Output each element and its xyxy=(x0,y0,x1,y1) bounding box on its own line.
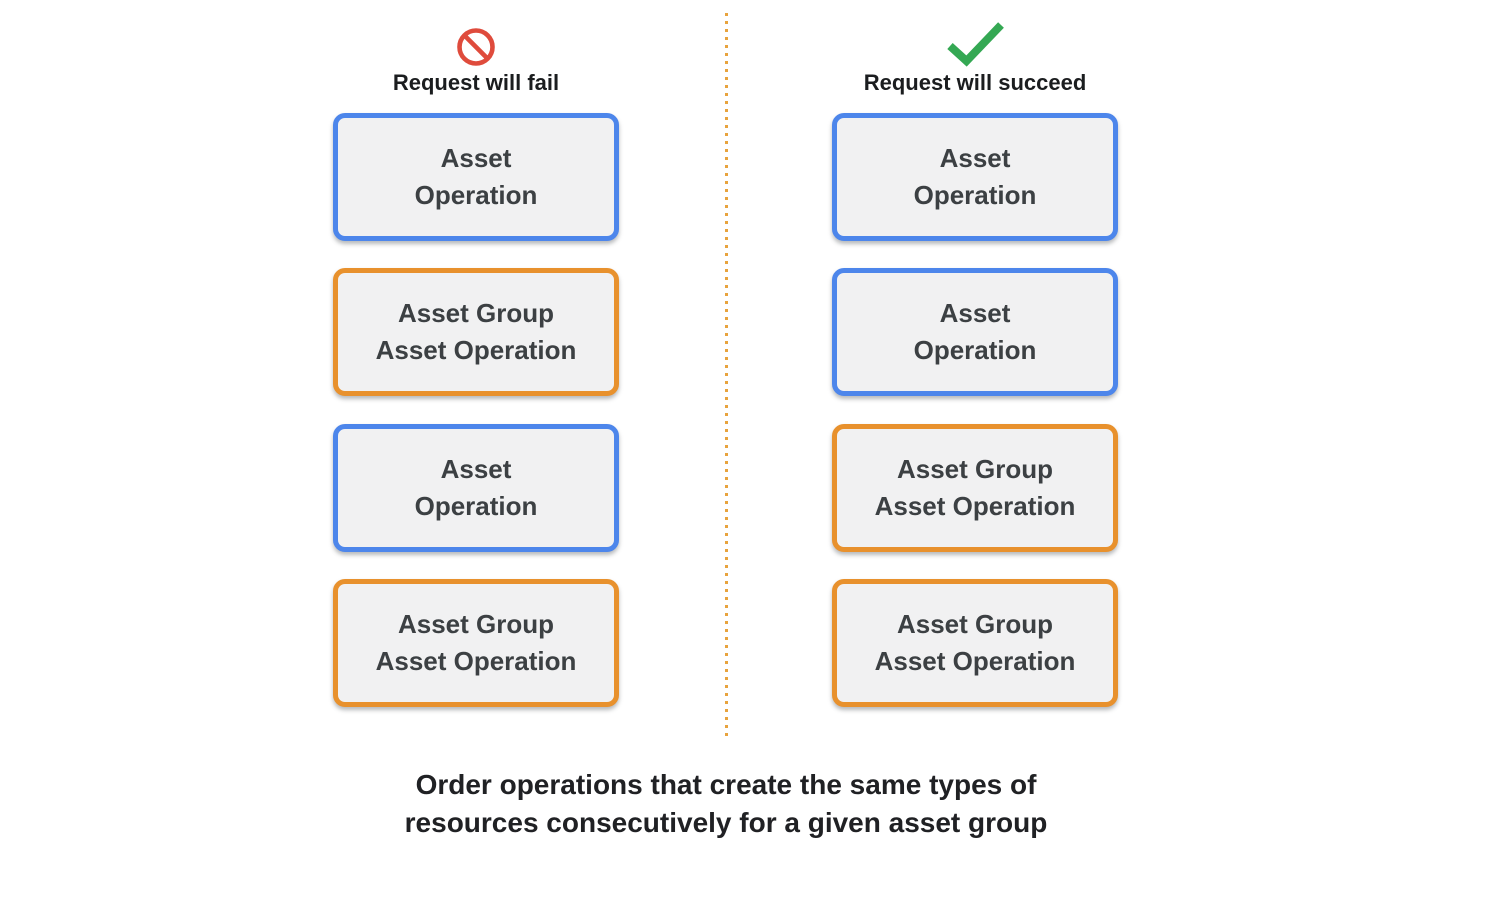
box-fail-asset-operation-1: Asset Operation xyxy=(333,113,619,241)
box-label-line1: Asset Group xyxy=(896,454,1054,484)
box-succeed-asset-operation-1: Asset Operation xyxy=(832,113,1118,241)
box-succeed-asset-group-asset-operation-1: Asset Group Asset Operation xyxy=(832,424,1118,552)
box-label-line2: Operation xyxy=(414,491,538,521)
caption-line2: resources consecutively for a given asse… xyxy=(404,807,1048,838)
box-label-line2: Operation xyxy=(913,335,1037,365)
box-label-line2: Asset Operation xyxy=(874,491,1076,521)
box-label-line1: Asset Group xyxy=(397,609,555,639)
column-title-succeed: Request will succeed xyxy=(863,70,1087,95)
column-title-fail: Request will fail xyxy=(392,70,560,95)
box-succeed-asset-operation-2: Asset Operation xyxy=(832,268,1118,396)
box-label-line1: Asset Group xyxy=(397,298,555,328)
box-label-line2: Asset Operation xyxy=(874,646,1076,676)
box-label-line1: Asset Group xyxy=(896,609,1054,639)
box-label-line2: Asset Operation xyxy=(375,335,577,365)
prohibition-icon xyxy=(455,26,497,68)
box-label-line1: Asset xyxy=(440,454,512,484)
diagram-caption: Order operations that create the same ty… xyxy=(0,766,1452,842)
box-label-line2: Asset Operation xyxy=(375,646,577,676)
box-label-line1: Asset xyxy=(939,143,1011,173)
box-fail-asset-operation-2: Asset Operation xyxy=(333,424,619,552)
caption-line1: Order operations that create the same ty… xyxy=(415,769,1037,800)
box-fail-asset-group-asset-operation-1: Asset Group Asset Operation xyxy=(333,268,619,396)
box-label-line1: Asset xyxy=(939,298,1011,328)
box-label-line1: Asset xyxy=(440,143,512,173)
box-succeed-asset-group-asset-operation-2: Asset Group Asset Operation xyxy=(832,579,1118,707)
box-fail-asset-group-asset-operation-2: Asset Group Asset Operation xyxy=(333,579,619,707)
checkmark-icon xyxy=(945,21,1007,67)
box-label-line2: Operation xyxy=(913,180,1037,210)
box-label-line2: Operation xyxy=(414,180,538,210)
column-divider xyxy=(725,13,728,739)
